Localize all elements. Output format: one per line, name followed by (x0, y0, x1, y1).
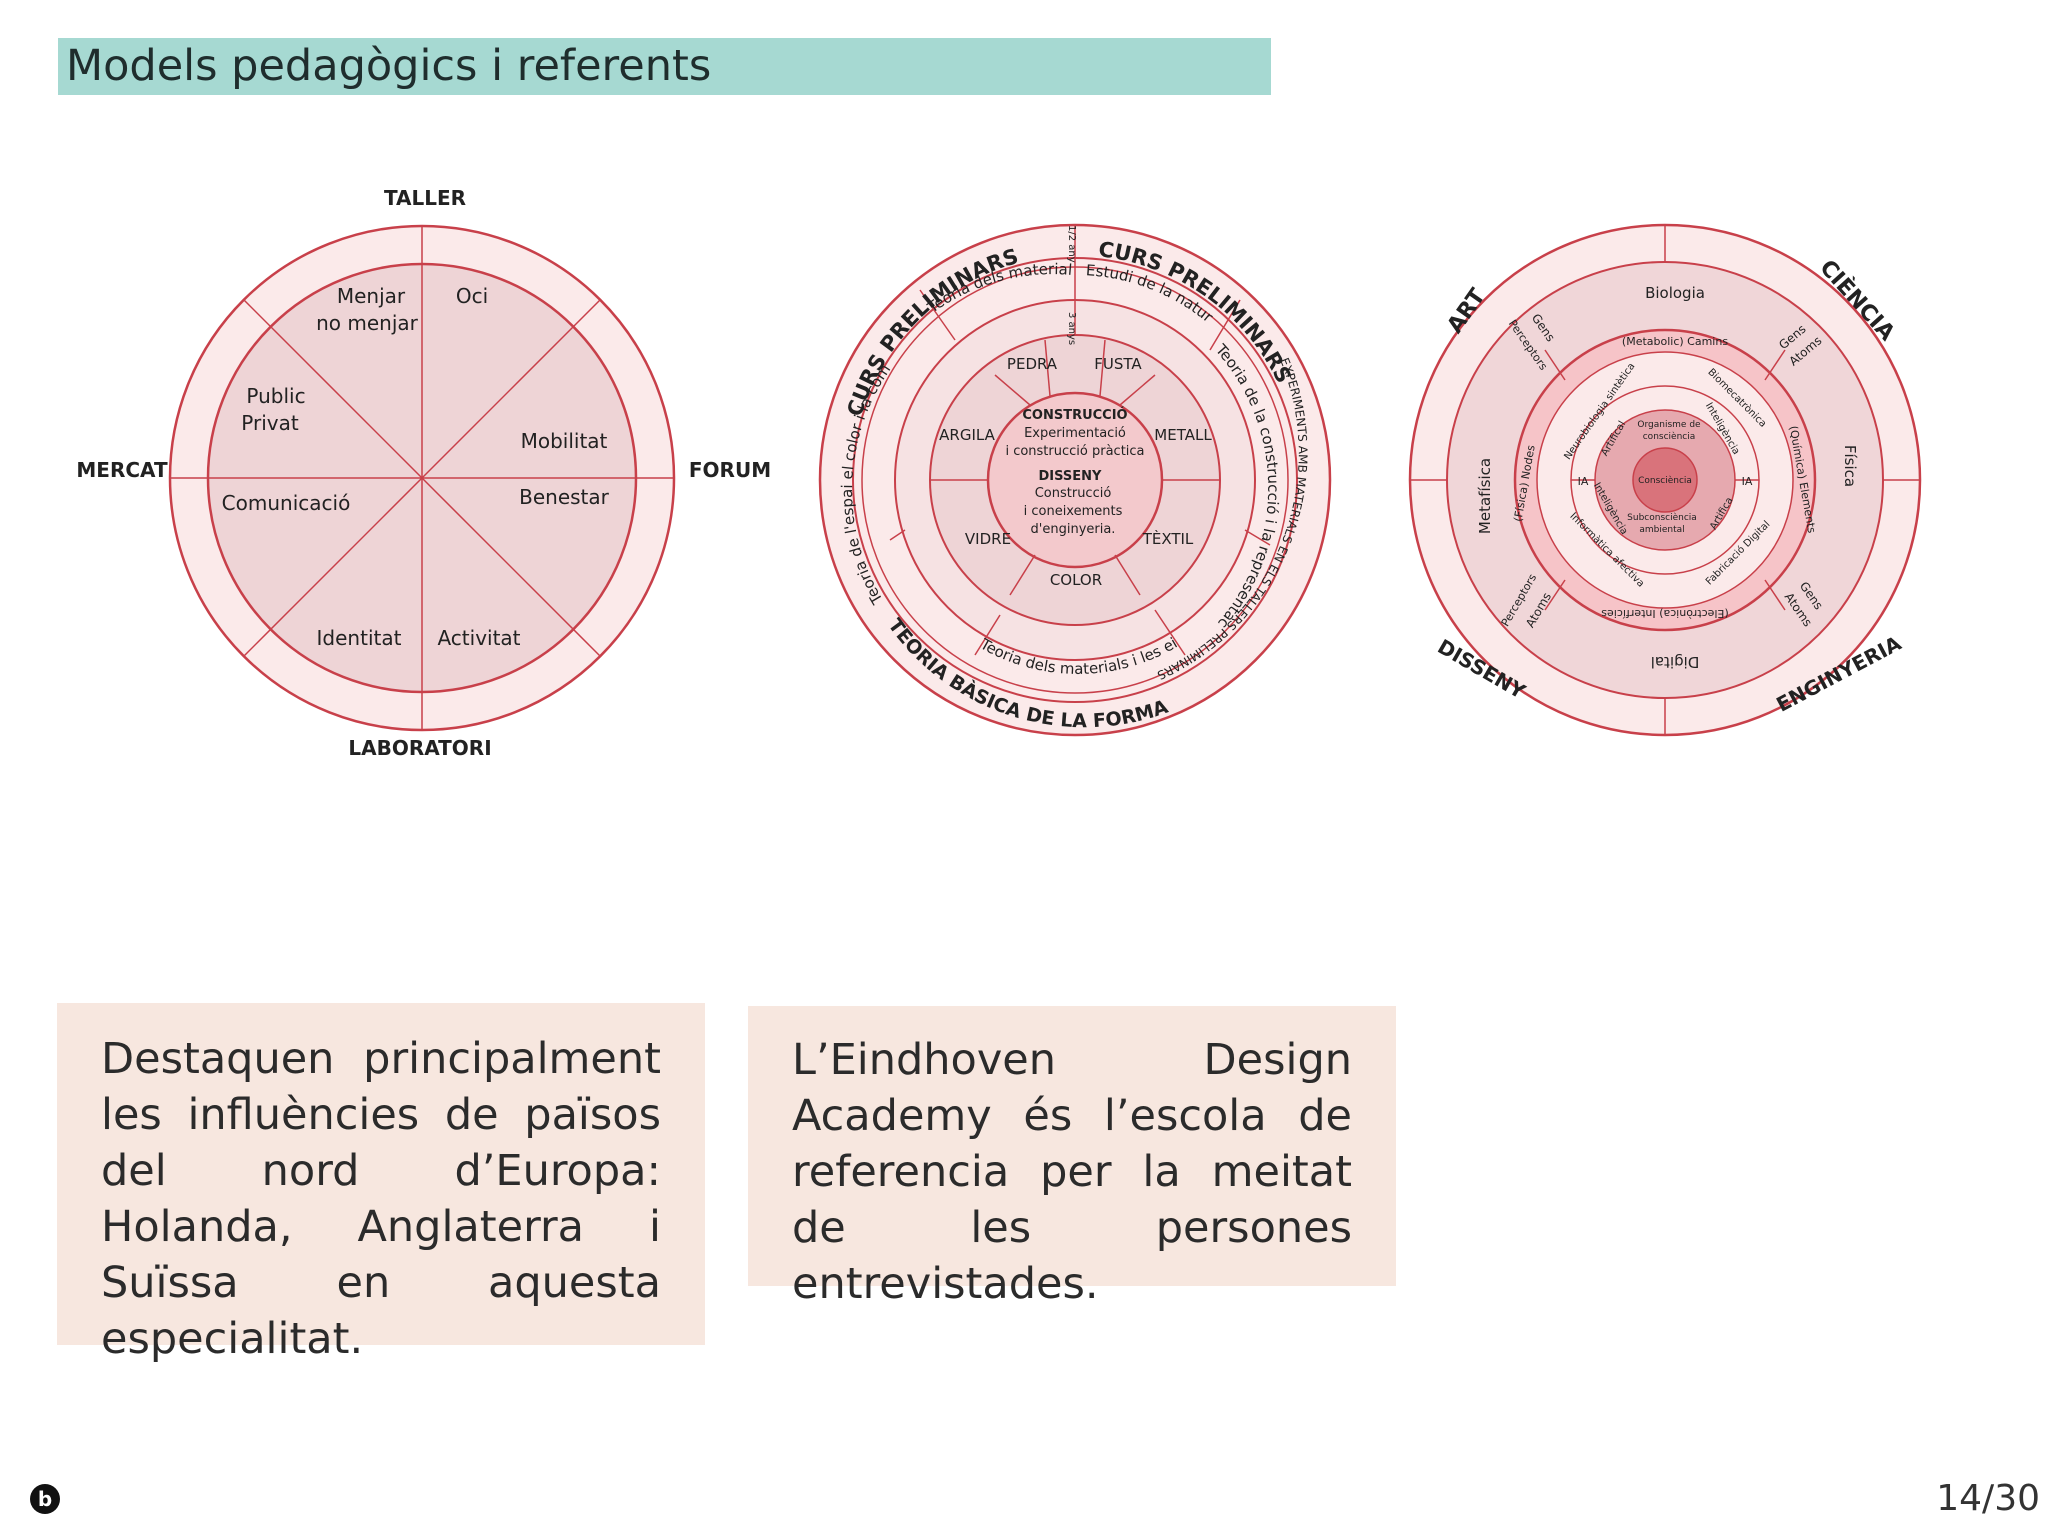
creativity-cycle-diagram: ART CIÈNCIA DISSENY ENGINYERIA Biologia … (1408, 223, 1922, 737)
material-label: METALL (1154, 426, 1212, 444)
ring-label: Metafísica (1476, 458, 1494, 534)
sector-label: Menjar (337, 284, 406, 308)
core-label: consciència (1643, 431, 1696, 442)
sector-label: Mobilitat (521, 429, 608, 453)
sector-label: Activitat (437, 626, 520, 650)
dividers (170, 226, 674, 730)
sector-label: Benestar (519, 485, 610, 509)
core-label: Organisme de (1637, 420, 1701, 430)
core-label: Subconsciència (1627, 512, 1697, 523)
ring-label: Física (1841, 445, 1859, 487)
center-text: i construcció pràctica (1005, 444, 1144, 459)
small-label: IA (1742, 475, 1753, 488)
logo-icon: b (30, 1484, 60, 1514)
label-taller: TALLER (384, 186, 466, 210)
center-title: CONSTRUCCIÓ (1022, 407, 1127, 423)
duration-label: 1/2 any (1066, 225, 1077, 263)
sector-label: Privat (241, 411, 299, 435)
small-label: (Metabolic) Camins (1622, 335, 1728, 348)
sector-label: Identitat (317, 626, 402, 650)
center-text: i coneixements (1024, 504, 1123, 519)
sector-label: no menjar (316, 311, 419, 335)
center-text: Construcció (1035, 486, 1112, 501)
pedagogic-wheel-diagram: TALLER LABORATORI MERCAT FORUM Menjar no… (76, 186, 771, 760)
center-text: d'enginyeria. (1031, 522, 1116, 537)
sector-label: Comunicació (222, 491, 351, 515)
core-label: Consciència (1638, 475, 1692, 486)
duration-label: 3 anys (1066, 312, 1077, 345)
material-label: COLOR (1050, 571, 1102, 589)
text-box-influences: Destaquen principalment les influències … (57, 1003, 705, 1364)
small-label: IA (1578, 475, 1589, 488)
page-title: Models pedagògics i referents (58, 38, 1271, 95)
material-label: ARGILA (939, 426, 995, 444)
material-label: VIDRE (965, 530, 1011, 548)
page-number: 14/30 (1936, 1478, 2040, 1519)
sector-label: Public (246, 384, 305, 408)
material-label: FUSTA (1094, 355, 1142, 373)
center-title: DISSENY (1039, 469, 1103, 484)
material-label: PEDRA (1007, 355, 1058, 373)
label-mercat: MERCAT (76, 458, 168, 482)
core-label: ambiental (1639, 525, 1684, 535)
text-box-eindhoven: L’Eindhoven Design Academy és l’escola d… (748, 1006, 1396, 1309)
ring-label: Digital (1651, 653, 1700, 671)
sector-label: Oci (456, 284, 488, 308)
small-label: (Electrònica) Interfícies (1601, 607, 1729, 620)
label-forum: FORUM (689, 458, 771, 482)
dividers (889, 225, 1271, 656)
material-label: TÈXTIL (1142, 529, 1194, 548)
core (1632, 447, 1698, 513)
center-text: Experimentació (1024, 426, 1126, 441)
ring-label: Biologia (1645, 284, 1705, 302)
label-laboratori: LABORATORI (348, 736, 491, 760)
bauhaus-wheel-diagram: CURS PRELIMINARS CURS PRELIMINARS TEORIA… (795, 186, 1332, 737)
dividers (1410, 225, 1920, 735)
